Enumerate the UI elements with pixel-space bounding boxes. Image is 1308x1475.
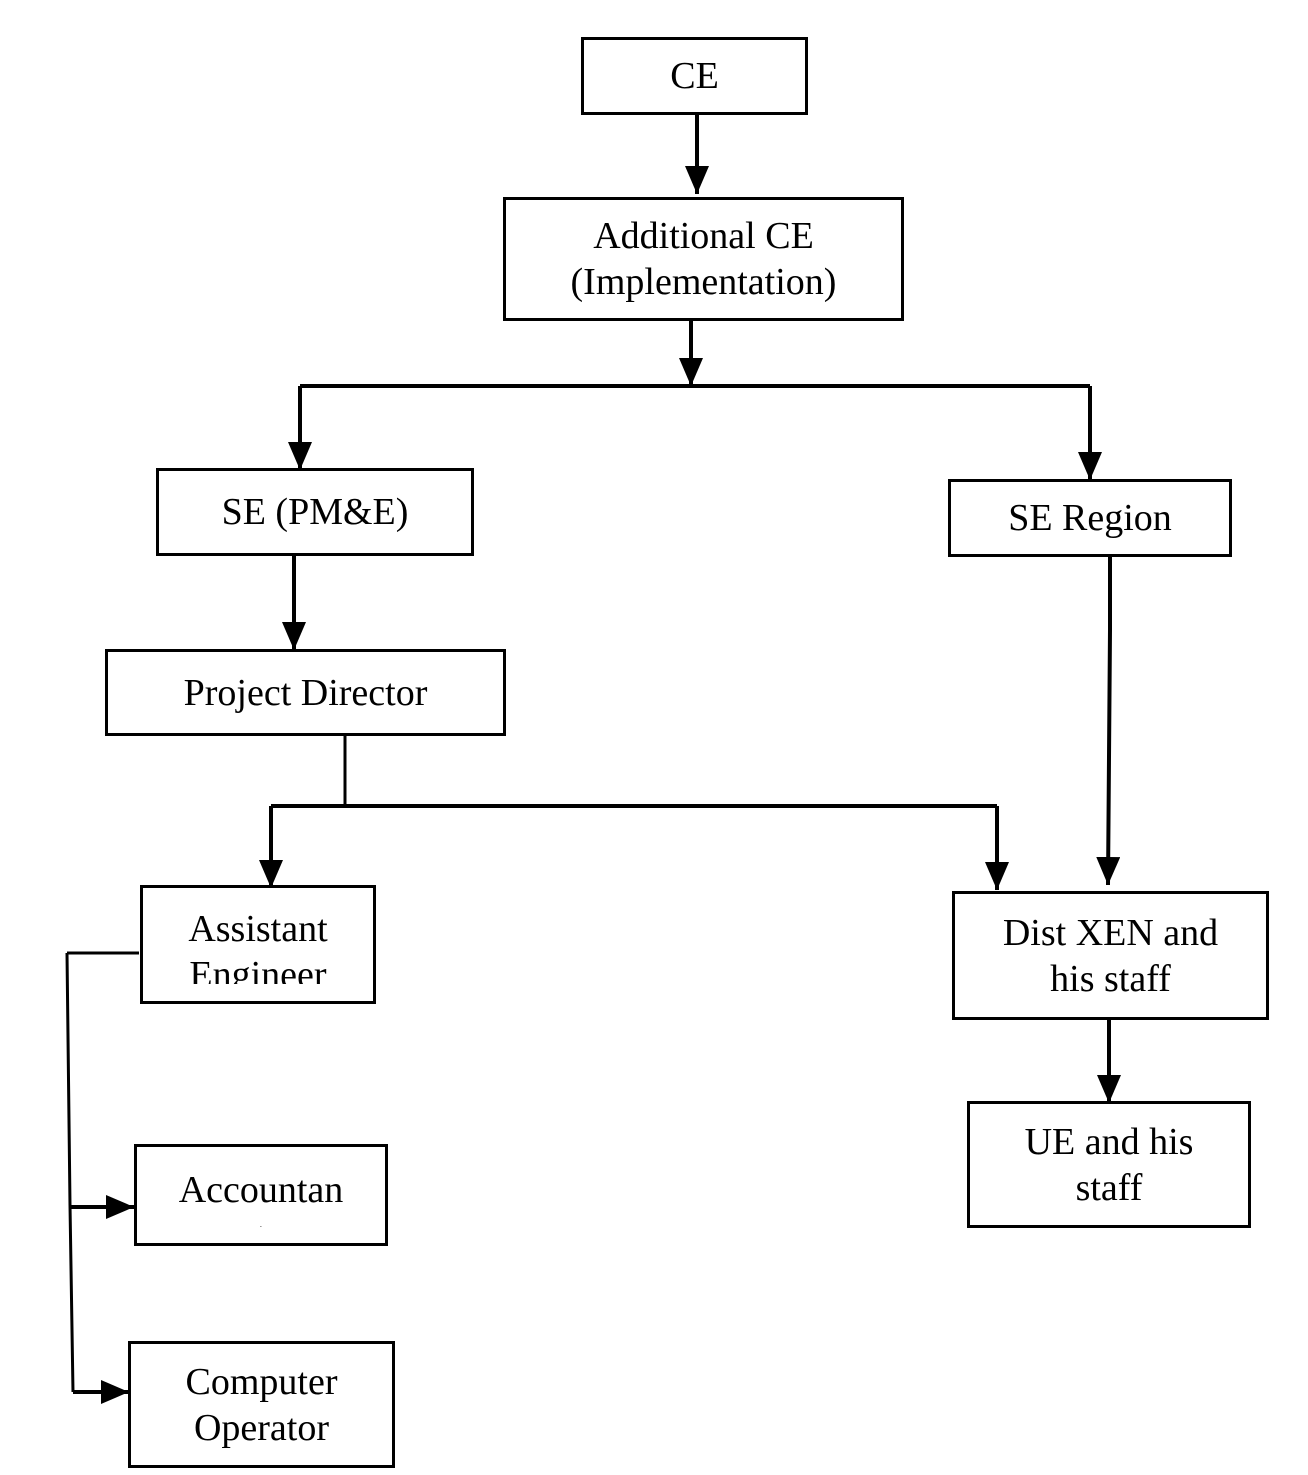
node-ue-line2: staff bbox=[1075, 1166, 1143, 1209]
connector-se-region-to-xen bbox=[1096, 556, 1121, 886]
node-dist-xen-line2: his staff bbox=[1050, 957, 1171, 1000]
node-ce-label: CE bbox=[670, 55, 719, 97]
node-computer-operator: Computer Operator bbox=[128, 1341, 395, 1468]
node-ue: UE and his staff bbox=[967, 1101, 1251, 1228]
node-additional-ce-line1: Additional CE bbox=[593, 215, 814, 257]
node-se-region-label: SE Region bbox=[1008, 497, 1172, 539]
node-project-director: Project Director bbox=[105, 649, 506, 736]
node-dist-xen-line1: Dist XEN and bbox=[1002, 911, 1219, 954]
node-ce: CE bbox=[581, 37, 808, 115]
node-se-pme-label: SE (PM&E) bbox=[221, 491, 409, 533]
node-additional-ce-line2: (Implementation) bbox=[570, 261, 837, 303]
node-se-pme: SE (PM&E) bbox=[156, 468, 474, 556]
node-accountant: Accountan t bbox=[134, 1144, 388, 1246]
node-computer-operator-line2: Operator bbox=[193, 1406, 330, 1449]
node-assistant-engineer: Assistant Engineer bbox=[140, 885, 376, 1004]
node-se-region: SE Region bbox=[948, 479, 1232, 557]
node-accountant-line1: Accountan bbox=[178, 1169, 344, 1211]
node-ue-line1: UE and his bbox=[1024, 1120, 1194, 1163]
node-project-director-label: Project Director bbox=[183, 671, 428, 714]
node-additional-ce: Additional CE (Implementation) bbox=[503, 197, 904, 321]
node-dist-xen: Dist XEN and his staff bbox=[952, 891, 1269, 1020]
node-computer-operator-line1: Computer bbox=[185, 1360, 338, 1403]
node-assistant-engineer-line2: Engineer bbox=[189, 954, 327, 984]
connector-ae-trunk bbox=[65, 952, 75, 1393]
node-accountant-line2: t bbox=[179, 1213, 344, 1227]
node-assistant-engineer-line1: Assistant bbox=[188, 908, 328, 950]
